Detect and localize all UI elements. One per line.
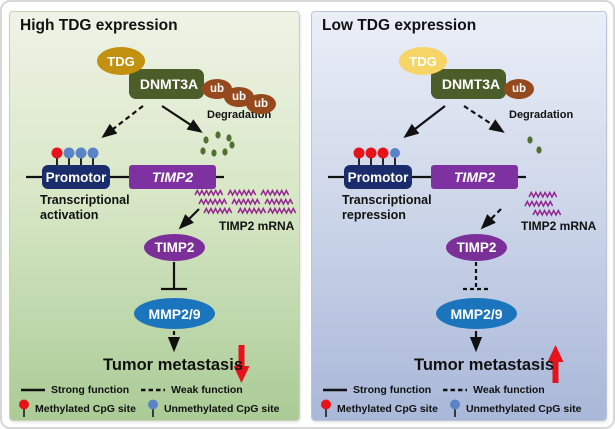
ubiquitin-icon: ub <box>246 94 276 114</box>
legend-unmethylated-label: Unmethylated CpG site <box>465 402 582 415</box>
panel-high-tdg: High TDG expression <box>10 12 299 420</box>
tdg-protein: TDG <box>97 47 145 75</box>
metastasis-decrease-arrow-icon <box>233 345 250 383</box>
unmethylated-cpg-pin-icon <box>449 399 460 417</box>
mrna-label: TIMP2 mRNA <box>219 219 295 233</box>
legend-methylated-label: Methylated CpG site <box>337 402 438 415</box>
strong-inhibition-tbar <box>161 262 187 291</box>
timp2-gene-box: TIMP2 <box>129 165 216 189</box>
ubiquitin-icon: ub <box>504 79 534 99</box>
strong-function-line-icon <box>323 388 347 392</box>
timp2-protein: TIMP2 <box>144 234 205 261</box>
transcription-line1: Transcriptional <box>40 193 130 207</box>
mrna-squiggles <box>524 191 562 216</box>
weak-arrow-to-promotor <box>101 105 144 139</box>
methylated-cpg-pin-icon <box>321 399 331 417</box>
panel-title: Low TDG expression <box>322 17 477 34</box>
cpg-sites <box>51 147 99 166</box>
tdg-protein: TDG <box>399 47 447 75</box>
legend-weak-label: Weak function <box>473 384 545 396</box>
unmethylated-cpg-icon <box>87 147 99 159</box>
unmethylated-cpg-pin-icon <box>147 399 158 417</box>
legend-row-cpg: Methylated CpG site Unmethylated CpG sit… <box>18 399 279 418</box>
cpg-sites <box>353 147 400 166</box>
weak-function-line-icon <box>443 388 468 392</box>
weak-function-line-icon <box>141 388 166 392</box>
timp2-gene-box: TIMP2 <box>431 165 518 189</box>
degradation-label: Degradation <box>509 109 574 121</box>
mrna-label: TIMP2 mRNA <box>521 219 597 233</box>
strong-arrow-to-promotor <box>403 105 446 139</box>
weak-arrow-to-degradation <box>463 105 505 133</box>
methylated-cpg-pin-icon <box>19 399 29 417</box>
legend-weak-label: Weak function <box>171 384 243 396</box>
tumor-metastasis-label: Tumor metastasis <box>103 356 243 374</box>
transcription-line1: Transcriptional <box>342 193 432 207</box>
transcription-line2: activation <box>40 208 99 222</box>
legend-row-function: Strong function Weak function <box>20 384 243 396</box>
legend-strong-label: Strong function <box>353 384 432 396</box>
tumor-metastasis-label: Tumor metastasis <box>414 356 554 374</box>
unmethylated-cpg-icon <box>63 147 75 159</box>
transcription-label: Transcriptional repression <box>342 193 432 223</box>
strong-arrow-to-timp2 <box>178 208 200 230</box>
methylated-cpg-icon <box>51 147 63 159</box>
legend-row-cpg: Methylated CpG site Unmethylated CpG sit… <box>320 399 581 418</box>
methylated-cpg-icon <box>377 147 389 159</box>
legend-row-function: Strong function Weak function <box>322 384 545 396</box>
degradation-fragments <box>527 136 542 154</box>
dnmt3a-protein: DNMT3A <box>431 69 506 99</box>
metastasis-increase-arrow-icon <box>547 345 564 383</box>
mmp2-9-protein: MMP2/9 <box>134 298 215 329</box>
unmethylated-cpg-icon <box>390 148 400 158</box>
panel-title: High TDG expression <box>20 17 178 34</box>
transcription-line2: repression <box>342 208 406 222</box>
promotor-box: Promotor <box>344 165 412 189</box>
weak-arrow-to-timp2 <box>480 208 502 230</box>
legend-methylated-label: Methylated CpG site <box>35 402 136 415</box>
panel-low-tdg: Low TDG expression <box>312 12 606 420</box>
legend-strong-label: Strong function <box>51 384 130 396</box>
transcription-label: Transcriptional activation <box>40 193 130 223</box>
mmp2-9-protein: MMP2/9 <box>436 298 517 329</box>
dnmt3a-protein: DNMT3A <box>129 69 204 99</box>
promotor-box: Promotor <box>42 165 110 189</box>
legend-unmethylated-label: Unmethylated CpG site <box>163 402 280 415</box>
methylated-cpg-icon <box>365 147 377 159</box>
mrna-squiggles <box>194 189 297 214</box>
strong-function-line-icon <box>21 388 45 392</box>
strong-arrow-to-degradation <box>161 105 203 133</box>
weak-inhibition-tbar <box>463 262 489 291</box>
degradation-fragments <box>200 131 235 157</box>
methylated-cpg-icon <box>353 147 365 159</box>
timp2-protein: TIMP2 <box>446 234 507 261</box>
unmethylated-cpg-icon <box>75 147 87 159</box>
